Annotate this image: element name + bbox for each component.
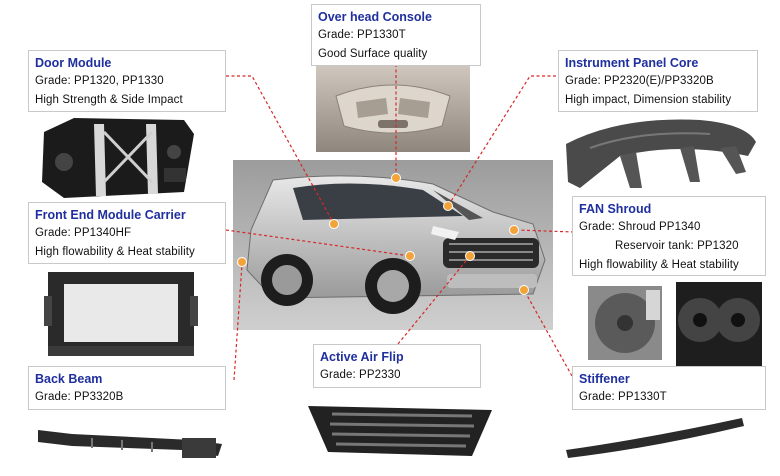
instrument-panel-grade: Grade: PP2320(E)/PP3320B xyxy=(565,75,714,87)
door-module-title: Door Module xyxy=(35,56,112,70)
front-end-module-title: Front End Module Carrier xyxy=(35,208,186,222)
fan-shroud-feature: High flowability & Heat stability xyxy=(579,259,739,271)
overhead-console-grade: Grade: PP1330T xyxy=(318,29,406,41)
fan-shroud-photo xyxy=(580,278,766,370)
back-beam-title: Back Beam xyxy=(35,372,103,386)
door-module-photo xyxy=(34,112,202,202)
back-beam-grade: Grade: PP3320B xyxy=(35,391,124,403)
front-end-module-feature: High flowability & Heat stability xyxy=(35,246,195,258)
door-module-grade: Grade: PP1320, PP1330 xyxy=(35,75,164,87)
overhead-console-feature: Good Surface quality xyxy=(318,48,428,60)
overhead-console-label: Over head Console Grade: PP1330T Good Su… xyxy=(311,4,481,66)
fan-shroud-title: FAN Shroud xyxy=(579,202,652,216)
overhead-console-title: Over head Console xyxy=(318,10,432,24)
back-beam-photo xyxy=(32,418,228,470)
active-air-flip-title: Active Air Flip xyxy=(320,350,404,364)
fan-shroud-label: FAN Shroud Grade: Shroud PP1340 Reservoi… xyxy=(572,196,766,276)
overhead-console-photo xyxy=(316,66,470,152)
front-end-module-grade: Grade: PP1340HF xyxy=(35,227,132,239)
instrument-panel-feature: High impact, Dimension stability xyxy=(565,94,732,106)
stiffener-grade: Grade: PP1330T xyxy=(579,391,667,403)
stiffener-label: Stiffener Grade: PP1330T xyxy=(572,366,766,410)
active-air-flip-grade: Grade: PP2330 xyxy=(320,369,401,381)
front-end-module-photo xyxy=(34,266,206,362)
stiffener-photo xyxy=(560,410,750,464)
instrument-panel-photo xyxy=(560,112,760,196)
door-module-feature: High Strength & Side Impact xyxy=(35,94,183,106)
back-beam-label: Back Beam Grade: PP3320B xyxy=(28,366,226,410)
instrument-panel-title: Instrument Panel Core xyxy=(565,56,699,70)
instrument-panel-label: Instrument Panel Core Grade: PP2320(E)/P… xyxy=(558,50,758,112)
car-photo xyxy=(233,160,553,330)
active-air-flip-label: Active Air Flip Grade: PP2330 xyxy=(313,344,481,388)
fan-shroud-grade: Grade: Shroud PP1340 xyxy=(579,221,701,233)
active-air-flip-photo xyxy=(302,396,498,470)
front-end-module-label: Front End Module Carrier Grade: PP1340HF… xyxy=(28,202,226,264)
fan-shroud-reservoir: Reservoir tank: PP1320 xyxy=(615,240,739,252)
door-module-label: Door Module Grade: PP1320, PP1330 High S… xyxy=(28,50,226,112)
stiffener-title: Stiffener xyxy=(579,372,630,386)
